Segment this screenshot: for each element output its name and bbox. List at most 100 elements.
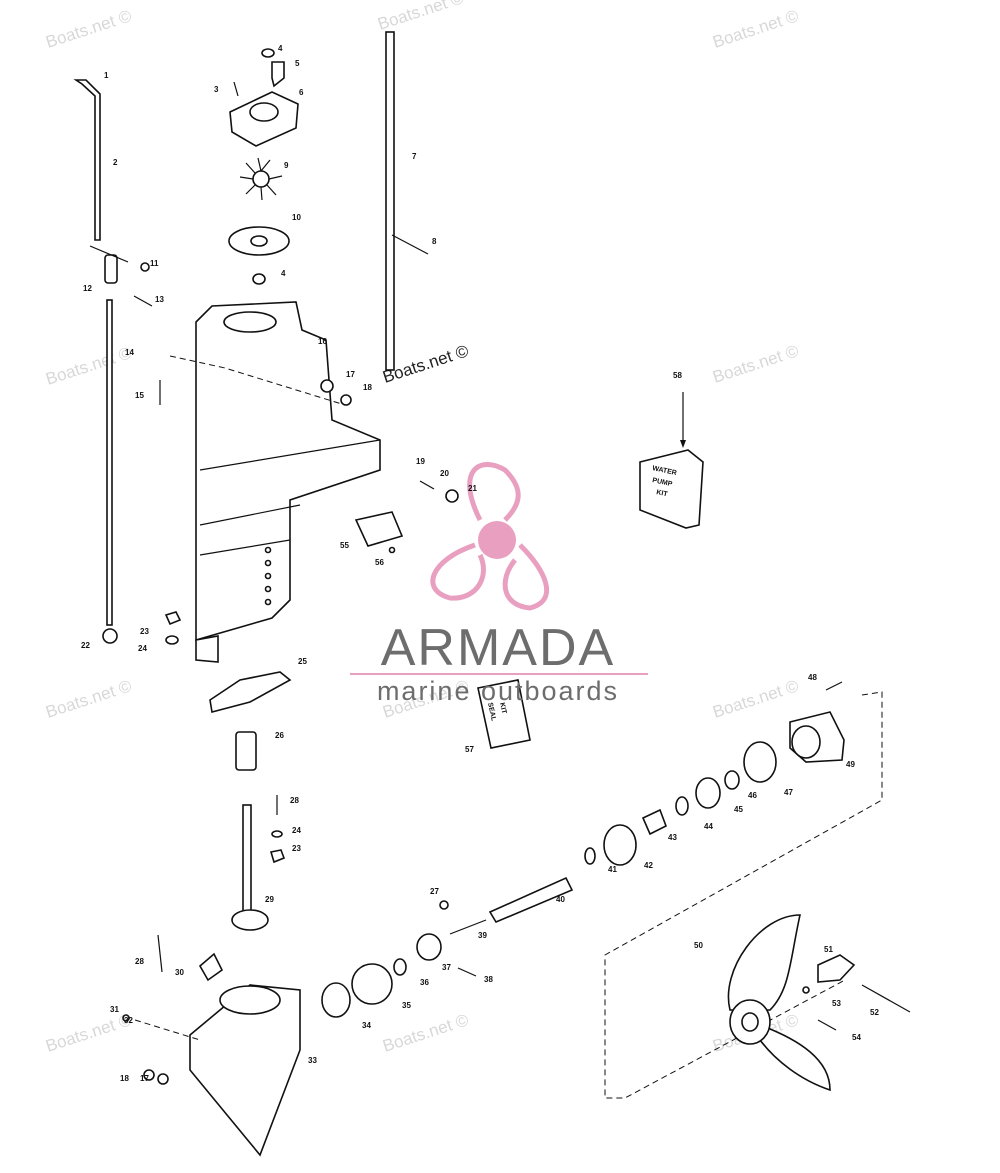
callout: 22 <box>81 641 90 650</box>
callout: 8 <box>432 237 437 246</box>
coupler-bracket <box>89 245 129 263</box>
callout: 17 <box>140 1074 149 1083</box>
watermark: Boats.net © <box>710 6 801 52</box>
callout: 18 <box>120 1074 129 1083</box>
callout: 11 <box>150 259 159 268</box>
o-ring-47 <box>743 741 777 783</box>
callout: 46 <box>748 791 757 800</box>
callout: 9 <box>284 161 289 170</box>
callout: 2 <box>113 158 118 167</box>
callout: 26 <box>275 731 284 740</box>
grommet-4 <box>261 48 275 58</box>
callout: 37 <box>442 963 451 972</box>
seal-46 <box>724 770 740 790</box>
gearcase-bore <box>219 985 281 1015</box>
callout: 42 <box>644 861 653 870</box>
callout: 12 <box>83 284 92 293</box>
screw-11 <box>140 262 150 272</box>
water-tube-seal-5 <box>271 61 285 88</box>
reverse-gear-42 <box>603 824 637 866</box>
kit-line-3: KIT <box>656 489 669 498</box>
bearing-34 <box>321 982 351 1018</box>
nut-18b <box>143 1069 155 1081</box>
prop-nut-51 <box>817 954 856 983</box>
callout: 27 <box>430 887 439 896</box>
callout: 31 <box>110 1005 119 1014</box>
water-pump-kit: WATER PUMP KIT <box>639 392 704 529</box>
bearing-45 <box>695 777 721 809</box>
callout: 36 <box>420 978 429 987</box>
propeller-logo-icon <box>430 462 550 611</box>
watermark: Boats.net © <box>710 341 801 387</box>
callout: 40 <box>556 895 565 904</box>
housing-ribs <box>199 439 381 556</box>
callout: 35 <box>402 1001 411 1010</box>
brand-tagline: marine outboards <box>377 676 619 706</box>
callout: 7 <box>412 152 417 161</box>
kit-box <box>639 449 704 529</box>
callout: 20 <box>440 469 449 478</box>
shear-pin-54 <box>817 1019 837 1031</box>
callout: 57 <box>465 745 474 754</box>
callout: 49 <box>846 760 855 769</box>
carrier-bore <box>791 725 821 759</box>
callout: 18 <box>363 383 372 392</box>
washer-17b <box>157 1073 169 1085</box>
watermark: Boats.net © <box>43 676 134 722</box>
bolt-18 <box>340 394 352 406</box>
plate-bore <box>250 235 268 247</box>
cotter-pin-52 <box>861 984 911 1013</box>
callout: 32 <box>124 1016 133 1025</box>
propeller-assembly <box>727 914 911 1092</box>
callout: 17 <box>346 370 355 379</box>
brand-logo: ARMADA marine outboards <box>350 462 648 706</box>
callout: 43 <box>668 833 677 842</box>
driveshaft-29 <box>242 804 252 916</box>
callout: 41 <box>608 865 617 874</box>
watermark: Boats.net © <box>710 676 801 722</box>
callout: 19 <box>416 457 425 466</box>
water-pump-assembly <box>228 48 299 285</box>
callout: 56 <box>375 558 384 567</box>
driveshaft-assembly <box>231 731 286 931</box>
callout: 30 <box>175 968 184 977</box>
kit-line-1: SEAL <box>486 702 497 722</box>
clip-27 <box>439 900 449 910</box>
washer-36 <box>393 958 407 976</box>
washer-53 <box>802 986 810 994</box>
bearing-carrier <box>604 681 883 1099</box>
screw-48 <box>825 681 843 691</box>
logo-hub <box>478 521 516 559</box>
shift-rod-lower <box>106 299 113 626</box>
housing-skeg <box>195 635 219 663</box>
callout: 51 <box>824 945 833 954</box>
callout: 4 <box>278 44 283 53</box>
bushing-43 <box>641 808 668 836</box>
shift-rod-bushing <box>102 628 118 644</box>
blade-lower <box>759 1023 831 1092</box>
callout: 52 <box>870 1008 879 1017</box>
kit-line-2: KIT <box>498 702 507 715</box>
callout: 44 <box>704 822 713 831</box>
callout: 45 <box>734 805 743 814</box>
watermark: Boats.net © <box>43 6 134 52</box>
leader-dash <box>169 355 346 406</box>
callout: 48 <box>808 673 817 682</box>
callout: 28 <box>290 796 299 805</box>
callout: 1 <box>104 71 109 80</box>
forward-gear-35 <box>351 963 393 1005</box>
sleeve-26 <box>235 731 257 771</box>
callout: 29 <box>265 895 274 904</box>
screw-3 <box>233 81 239 97</box>
callout: 15 <box>135 391 144 400</box>
callout: 50 <box>694 941 703 950</box>
callout: 39 <box>478 931 487 940</box>
watermark: Boats.net © <box>43 343 134 389</box>
stud-28b <box>157 934 163 973</box>
kit-line-2: PUMP <box>652 477 674 488</box>
callout: 58 <box>673 371 682 380</box>
anode-55 <box>354 511 404 547</box>
callout: 53 <box>832 999 841 1008</box>
